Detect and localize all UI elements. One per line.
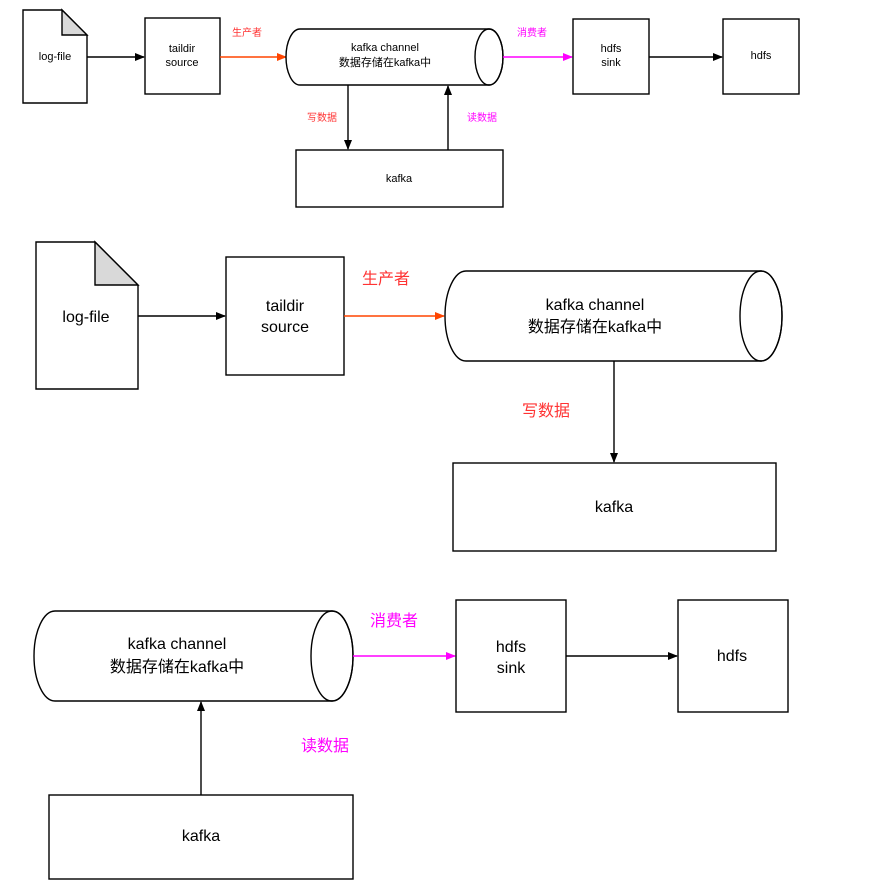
taildir-source-box <box>144 17 221 95</box>
consumer-label: 消费者 <box>517 26 547 39</box>
taildir-label-line2: source <box>261 319 309 336</box>
taildir-source-node: taildir source <box>144 17 221 95</box>
read-data-label: 读数据 <box>467 111 497 124</box>
kafka-label: kafka <box>182 828 220 845</box>
kafka-label: kafka <box>386 173 413 185</box>
channel-label-line2: 数据存储在kafka中 <box>339 55 431 69</box>
hdfs-label: hdfs <box>751 50 772 62</box>
read-data-label: 读数据 <box>301 737 349 755</box>
consumer-label: 消费者 <box>370 612 418 630</box>
hdfs-box <box>677 599 789 713</box>
hdfs-label: hdfs <box>717 648 747 665</box>
kafka-channel-cylinder <box>444 270 783 362</box>
channel-label-line1: kafka channel <box>128 636 227 653</box>
hdfs-node: hdfs <box>677 599 789 713</box>
hdfs-sink-label-line1: hdfs <box>496 639 526 656</box>
log-file-node: log-file <box>22 8 89 104</box>
taildir-label-line1: taildir <box>266 298 305 315</box>
log-file-label: log-file <box>62 309 109 326</box>
hdfs-sink-label-line2: sink <box>601 57 621 69</box>
hdfs-sink-box <box>572 18 650 95</box>
kafka-box <box>452 462 777 552</box>
producer-label: 生产者 <box>362 270 410 288</box>
hdfs-sink-label-line1: hdfs <box>601 43 622 55</box>
hdfs-box <box>722 18 800 95</box>
kafka-node: kafka <box>295 149 504 208</box>
taildir-label-line1: taildir <box>169 43 196 55</box>
write-data-label: 写数据 <box>307 111 337 124</box>
kafka-node: kafka <box>452 462 777 552</box>
log-file-label: log-file <box>39 51 71 63</box>
taildir-label-line2: source <box>165 57 198 69</box>
kafka-channel-cylinder <box>33 610 354 702</box>
hdfs-sink-node: hdfs sink <box>455 599 567 713</box>
channel-label-line1: kafka channel <box>546 297 645 314</box>
write-data-label: 写数据 <box>522 402 570 420</box>
channel-label-line1: kafka channel <box>351 42 419 54</box>
hdfs-sink-node: hdfs sink <box>572 18 650 95</box>
document-fold-icon <box>61 8 89 36</box>
kafka-box <box>295 149 504 208</box>
hdfs-sink-box <box>455 599 567 713</box>
hdfs-sink-label-line2: sink <box>497 660 526 677</box>
taildir-source-node: taildir source <box>225 256 345 376</box>
producer-label: 生产者 <box>232 26 262 39</box>
diagram-overview: log-file taildir source 生产者 kafka channe… <box>22 8 800 208</box>
diagram-consumer: kafka channel 数据存储在kafka中 消费者 hdfs sink … <box>33 599 789 880</box>
kafka-box <box>48 794 354 880</box>
kafka-channel-node: kafka channel 数据存储在kafka中 <box>285 28 504 86</box>
kafka-channel-node: kafka channel 数据存储在kafka中 <box>444 270 783 362</box>
channel-label-line2: 数据存储在kafka中 <box>110 658 244 676</box>
hdfs-node: hdfs <box>722 18 800 95</box>
kafka-channel-cylinder-cap <box>739 270 783 362</box>
diagram-producer: log-file taildir source 生产者 kafka channe… <box>35 240 783 552</box>
taildir-source-box <box>225 256 345 376</box>
kafka-channel-node: kafka channel 数据存储在kafka中 <box>33 610 354 702</box>
channel-label-line2: 数据存储在kafka中 <box>528 318 662 336</box>
log-file-node: log-file <box>35 240 140 390</box>
kafka-node: kafka <box>48 794 354 880</box>
document-fold-icon <box>94 240 140 286</box>
kafka-label: kafka <box>595 499 633 516</box>
